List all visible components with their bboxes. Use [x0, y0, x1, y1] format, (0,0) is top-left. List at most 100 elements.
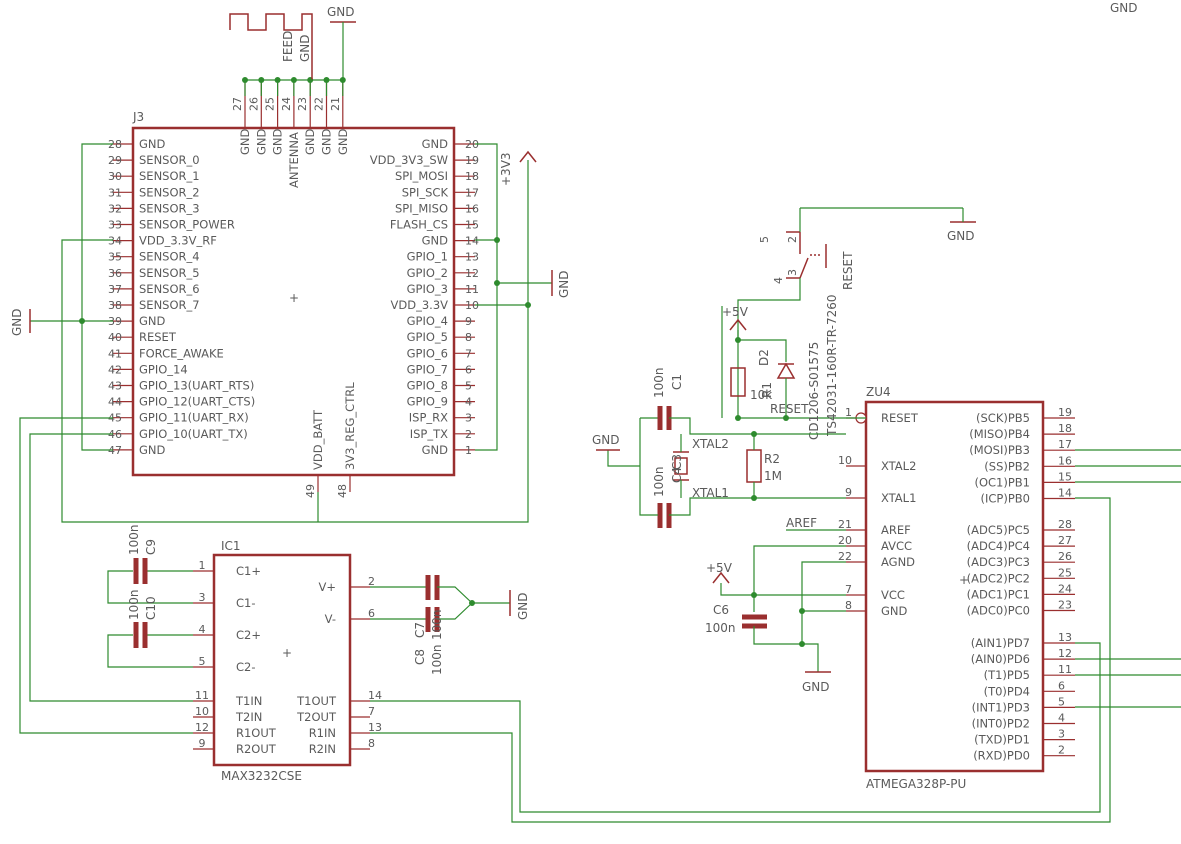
pin-name: (ADC1)PC1	[967, 587, 1030, 601]
pin-name: GPIO_3	[407, 282, 448, 296]
pin-number: 5	[465, 380, 472, 393]
pin-name: (T1)PD5	[984, 668, 1030, 682]
zu4-ref: ZU4	[866, 385, 891, 399]
d2-value: CD1206-S01575	[807, 342, 821, 440]
pin-name: SENSOR_2	[139, 185, 200, 199]
pin-number: 3	[199, 591, 206, 604]
pin-name: FLASH_CS	[390, 218, 448, 232]
pin-number: 21	[329, 97, 342, 111]
power-circuit[interactable]: AREF +5V GND C6 100n	[705, 516, 846, 694]
cap-c10[interactable]: 100n C10	[107, 589, 193, 668]
j3-pin-6: 6 GPIO_7	[407, 362, 475, 376]
pin-number: 4	[1058, 712, 1065, 725]
pin-number: 32	[108, 202, 122, 215]
pin-name: (ICP)PB0	[981, 492, 1030, 506]
r2-ref: R2	[764, 452, 780, 466]
pin-number: 14	[368, 689, 382, 702]
pin-number: 3	[465, 412, 472, 425]
pin-name: GND	[881, 604, 908, 618]
ic1-value: MAX3232CSE	[221, 769, 302, 783]
gnd-symbol-top: GND	[327, 5, 356, 80]
gnd-power-label: GND	[802, 680, 830, 694]
ic1-ref: IC1	[221, 539, 241, 553]
pin-number: 16	[465, 202, 479, 215]
c3-ref: C3	[670, 454, 684, 470]
c1-ref: C1	[670, 374, 684, 390]
sw-pin-3: 3	[786, 269, 799, 276]
pin-name: (AIN0)PD6	[971, 652, 1030, 666]
j3-left-wiring: GND	[10, 143, 529, 523]
zu4-right-pins: 19(SCK)PB518(MISO)PB417(MOSI)PB316(SS)PB…	[967, 406, 1075, 763]
gnd-c7c8-label: GND	[516, 592, 530, 620]
pin-number: 22	[838, 550, 852, 563]
pin-name: VDD_3.3V_RF	[139, 234, 217, 248]
pin-number: 19	[465, 154, 479, 167]
pin-name: GPIO_11(UART_RX)	[139, 411, 249, 425]
pin-name: XTAL2	[881, 459, 916, 473]
pin-name: R2OUT	[236, 742, 277, 756]
c7-value: 100n	[430, 609, 444, 640]
zu4-pin-17: 17(MOSI)PB3	[969, 438, 1075, 457]
pin-name: SENSOR_POWER	[139, 218, 235, 232]
pin-name: GND	[254, 128, 268, 155]
pin-name: C1+	[236, 564, 261, 578]
pin-name: (TXD)PD1	[974, 733, 1030, 747]
r2-value: 1M	[764, 469, 782, 483]
pin-number: 8	[368, 737, 375, 750]
pin-number: 21	[838, 518, 852, 531]
pin-number: 44	[108, 396, 122, 409]
pin-number: 9	[465, 315, 472, 328]
pin-name: GPIO_7	[407, 362, 448, 376]
pin-number: 27	[1058, 534, 1072, 547]
uart-wiring	[19, 417, 193, 734]
pin-name: GND	[320, 128, 334, 155]
pin-number: 6	[465, 363, 472, 376]
ic1-pin-9: 9 R2OUT	[193, 737, 277, 756]
ic1-origin-mark: +	[282, 646, 292, 660]
pin-number: 9	[199, 737, 206, 750]
zu4-pin-27: 27(ADC4)PC4	[967, 534, 1075, 553]
pin-number: 7	[368, 705, 375, 718]
pin-number: 15	[465, 219, 479, 232]
reset-switch[interactable]: GND 5 2 3 4 RESET TS42031-160R-TR-7260	[721, 207, 976, 437]
cap-c9[interactable]: 100n C9	[107, 524, 193, 604]
pin-name: GPIO_8	[407, 379, 448, 393]
pin-name: GND	[139, 314, 166, 328]
pin-name: SENSOR_6	[139, 282, 200, 296]
pin-number: 11	[465, 283, 479, 296]
r1-ref: R1	[760, 382, 774, 398]
pin-name: T2OUT	[296, 710, 337, 724]
pin-number: 2	[465, 428, 472, 441]
crystal-circuit[interactable]: GND XTAL2 XTAL1 100n C1 100n C3 C4 R2 1M	[592, 367, 846, 528]
pin-number: 7	[845, 583, 852, 596]
pin-name: GPIO_13(UART_RTS)	[139, 379, 254, 393]
caps-c7-c8[interactable]: GND C7 100n C8 100n	[370, 575, 530, 675]
pin-number: 37	[108, 283, 122, 296]
pin-name: RESET	[139, 330, 177, 344]
pin-name: C2+	[236, 628, 261, 642]
pin-number: 18	[1058, 422, 1072, 435]
reset-pullup[interactable]: +5V R1 10k D2 CD1206-S01575 RESET	[722, 305, 821, 440]
pin-name: (T0)PD4	[984, 684, 1030, 698]
pin-name: SPI_SCK	[402, 185, 449, 199]
zu4-pin-24: 24(ADC1)PC1	[967, 582, 1075, 601]
pin-number: 11	[195, 689, 209, 702]
